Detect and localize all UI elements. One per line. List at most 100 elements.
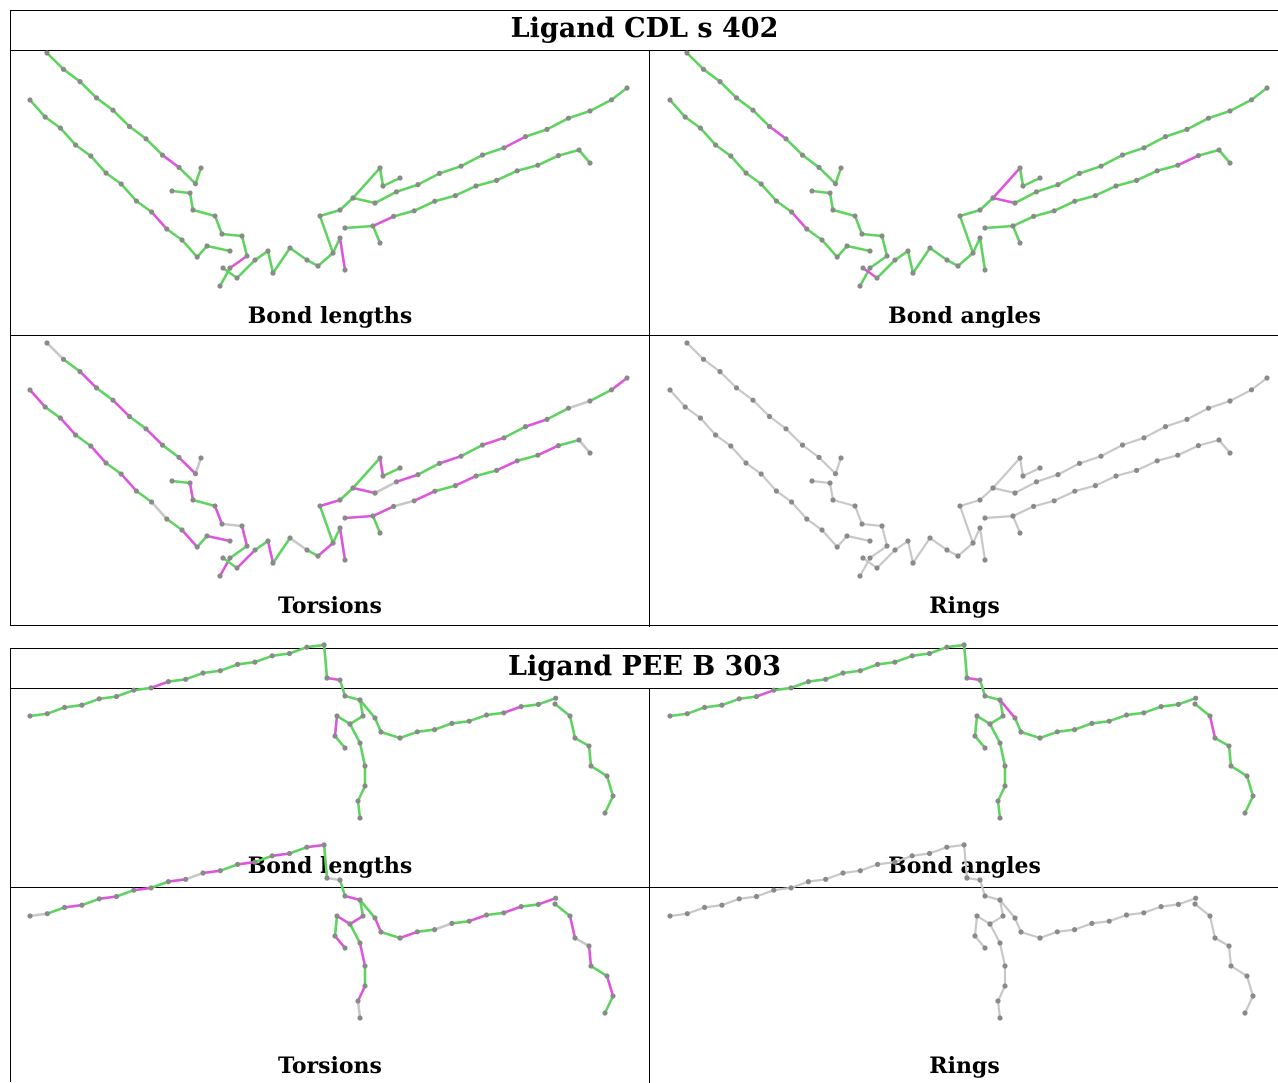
bond <box>536 444 560 457</box>
bond <box>74 143 93 158</box>
bond <box>703 703 724 709</box>
atom <box>337 207 343 213</box>
bond <box>78 80 98 100</box>
atom <box>415 182 421 188</box>
bond <box>545 406 570 421</box>
atom <box>342 515 348 521</box>
atom <box>194 544 200 550</box>
bond <box>790 500 808 521</box>
atom <box>1141 145 1147 151</box>
atom <box>1175 901 1181 907</box>
bond <box>729 444 748 465</box>
bond <box>1073 484 1097 493</box>
atom <box>103 460 109 466</box>
atom <box>217 868 223 874</box>
bond <box>188 481 195 502</box>
atom <box>362 983 368 989</box>
bond <box>945 643 966 649</box>
atom <box>1033 479 1040 485</box>
atom <box>483 912 490 918</box>
bond <box>744 461 763 476</box>
atom <box>321 642 327 648</box>
bond <box>545 116 570 131</box>
atom <box>982 515 988 521</box>
atom <box>1002 783 1008 789</box>
atom <box>1154 168 1160 174</box>
bond <box>1053 490 1076 502</box>
atom <box>397 465 403 471</box>
bond <box>111 398 131 418</box>
bond <box>831 208 857 218</box>
bond <box>983 224 1015 230</box>
bond <box>1018 456 1025 478</box>
atom <box>944 257 950 263</box>
atom <box>773 488 779 494</box>
atom <box>840 670 846 676</box>
bond <box>1035 473 1060 483</box>
bond <box>45 51 65 71</box>
atom <box>332 733 338 739</box>
atom <box>1072 927 1078 933</box>
bond <box>1108 913 1128 923</box>
atom <box>667 913 673 919</box>
bond <box>270 652 291 658</box>
atom <box>700 66 707 72</box>
atom <box>317 503 323 509</box>
atom <box>972 933 978 939</box>
atom <box>702 904 708 910</box>
atom <box>852 503 858 509</box>
atom <box>1089 920 1095 926</box>
atom <box>588 963 594 969</box>
bond <box>1227 944 1233 968</box>
divider <box>11 50 1278 51</box>
bond <box>379 930 402 940</box>
bond <box>1121 436 1146 447</box>
atom <box>1227 108 1233 114</box>
atom <box>372 200 378 206</box>
atom <box>220 265 226 271</box>
atom <box>1205 405 1212 411</box>
bond <box>316 251 335 268</box>
atom <box>414 729 420 735</box>
bond <box>1013 480 1038 495</box>
atom <box>235 861 241 867</box>
bond <box>95 96 115 112</box>
atom <box>875 861 881 867</box>
bond <box>1245 974 1255 998</box>
bond <box>235 258 257 280</box>
bond <box>150 210 169 231</box>
bond <box>150 500 169 521</box>
atom <box>624 85 630 91</box>
bond <box>831 498 857 508</box>
bond <box>1038 730 1059 740</box>
bond <box>358 898 365 918</box>
bond <box>928 536 949 552</box>
atom <box>227 248 233 254</box>
bond <box>1217 438 1232 455</box>
divider <box>649 50 650 627</box>
bond <box>744 171 763 186</box>
atom <box>553 695 559 701</box>
bond <box>1185 407 1210 421</box>
atom <box>804 226 810 232</box>
atom <box>624 375 630 381</box>
atom <box>44 50 50 56</box>
molecule-pee-rings <box>667 842 1256 1021</box>
atom <box>149 499 155 505</box>
atom <box>169 478 175 484</box>
atom <box>1113 183 1119 189</box>
atom <box>944 644 950 650</box>
atom <box>982 693 988 699</box>
atom <box>867 248 873 254</box>
bond <box>1135 169 1159 182</box>
bond <box>880 234 889 258</box>
atom <box>1072 727 1078 733</box>
atom <box>567 713 573 719</box>
atom <box>823 676 829 682</box>
atom <box>805 679 811 685</box>
atom <box>857 668 863 674</box>
atom <box>57 125 64 131</box>
atom <box>879 233 885 239</box>
bond <box>333 914 339 938</box>
bond <box>610 86 629 102</box>
